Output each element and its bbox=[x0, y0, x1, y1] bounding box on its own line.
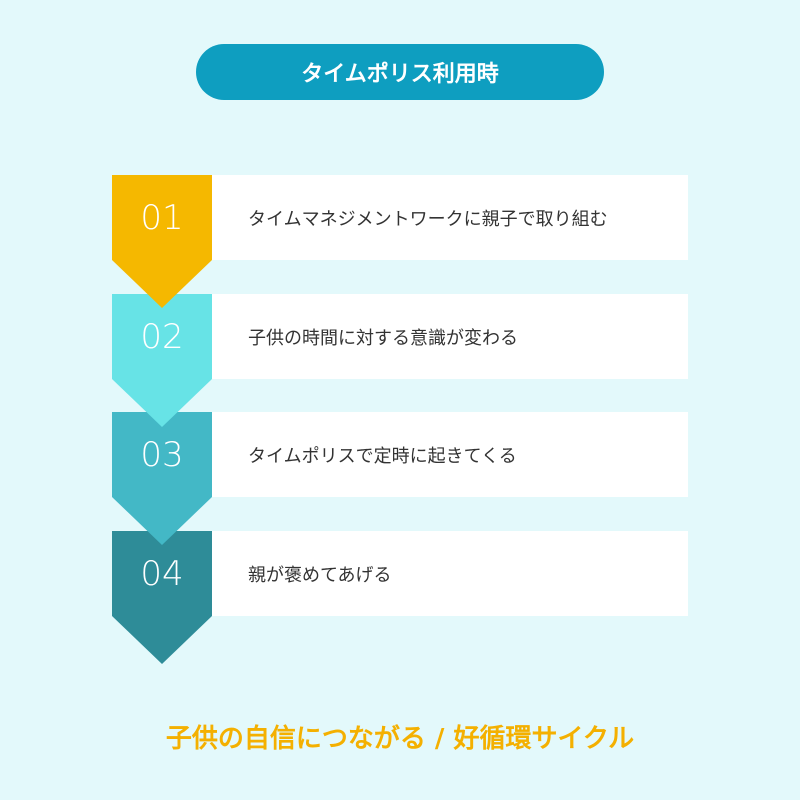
step-number: 03 bbox=[140, 434, 184, 475]
step-text-box: タイムポリスで定時に起きてくる bbox=[212, 412, 688, 497]
footer-tagline: 子供の自信につながる / 好循環サイクル bbox=[165, 724, 635, 754]
step-text: 子供の時間に対する意識が変わる bbox=[248, 327, 518, 349]
step-row: 子供の時間に対する意識が変わる 02 bbox=[112, 294, 688, 427]
step-text-box: タイムマネジメントワークに親子で取り組む bbox=[212, 175, 688, 260]
step-text: タイムマネジメントワークに親子で取り組む bbox=[248, 208, 608, 230]
step-text: タイムポリスで定時に起きてくる bbox=[248, 445, 517, 467]
step-number: 04 bbox=[140, 553, 184, 594]
step-row: タイムポリスで定時に起きてくる 03 bbox=[112, 412, 688, 545]
step-row: 親が褒めてあげる 04 bbox=[112, 531, 688, 664]
step-number: 02 bbox=[140, 316, 184, 357]
step-text-box: 親が褒めてあげる bbox=[212, 531, 688, 616]
title-text: タイムポリス利用時 bbox=[301, 62, 499, 87]
step-row: タイムマネジメントワークに親子で取り組む 01 bbox=[112, 175, 688, 308]
step-text: 親が褒めてあげる bbox=[248, 564, 392, 586]
step-text-box: 子供の時間に対する意識が変わる bbox=[212, 294, 688, 379]
title-banner: タイムポリス利用時 bbox=[196, 44, 604, 100]
step-number: 01 bbox=[140, 197, 184, 238]
